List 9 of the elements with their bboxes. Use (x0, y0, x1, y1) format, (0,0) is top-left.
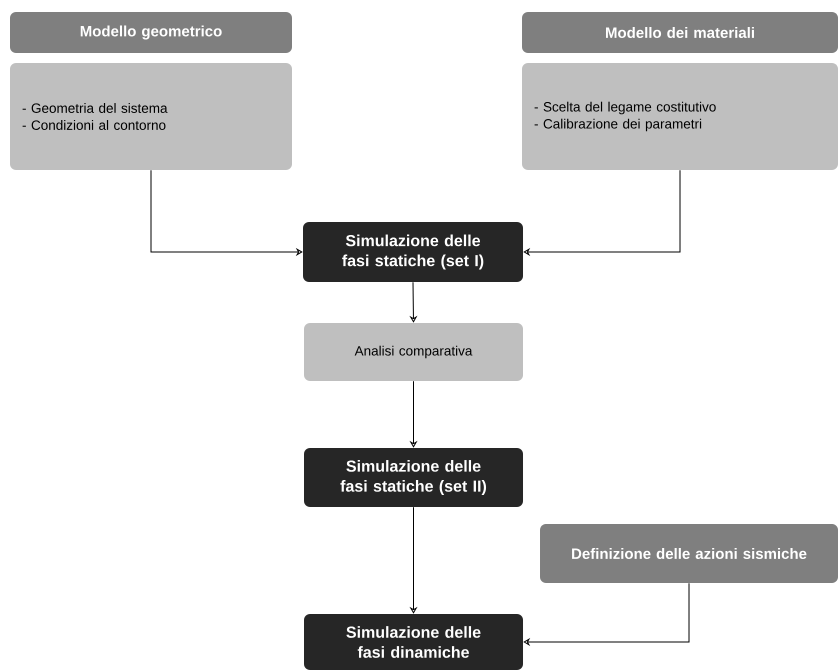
header-box: Definizione delle azioni sismiche (540, 524, 838, 583)
content-box: - Geometria del sistema - Condizioni al contorno (10, 63, 292, 170)
process-box: Simulazione delle fasi dinamiche (304, 614, 523, 670)
header-box: Modello geometrico (10, 12, 292, 53)
process-box: Analisi comparativa (304, 323, 523, 381)
content-box: - Scelta del legame costitutivo - Calibrazione dei parametri (522, 63, 838, 170)
header-box: Modello dei materiali (522, 12, 838, 53)
process-box: Simulazione delle fasi statiche (set I) (303, 222, 523, 282)
process-box: Simulazione delle fasi statiche (set II) (304, 448, 523, 507)
